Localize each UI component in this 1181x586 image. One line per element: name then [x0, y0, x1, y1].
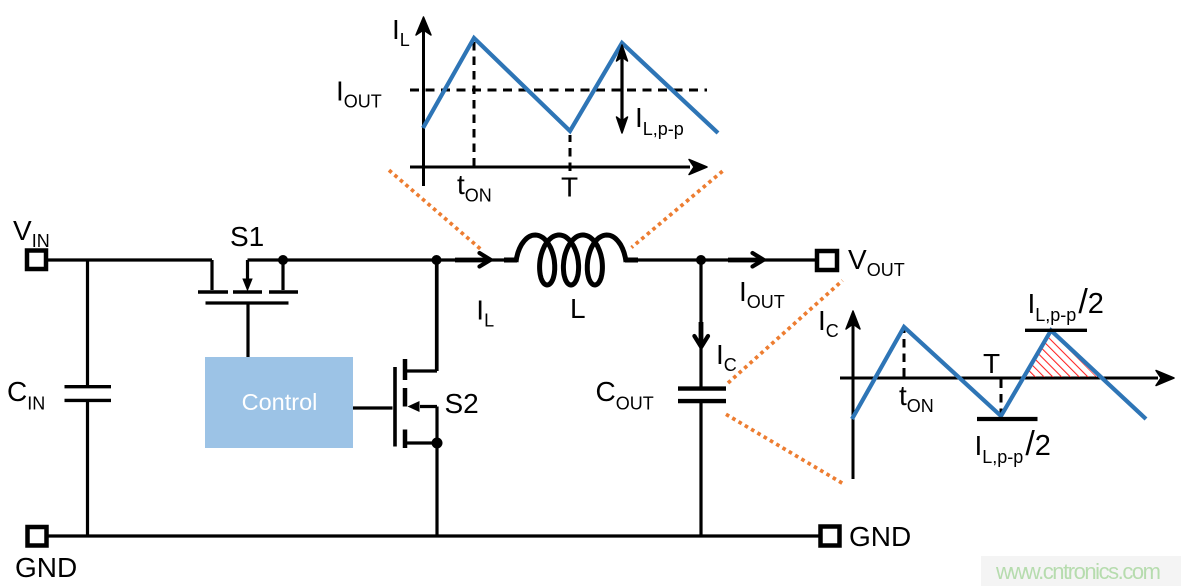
svg-text:IC: IC — [818, 305, 839, 341]
svg-text:IL,p-p/2: IL,p-p/2 — [975, 425, 1051, 467]
svg-text:CIN: CIN — [7, 376, 45, 414]
svg-text:IL: IL — [476, 295, 494, 331]
svg-text:COUT: COUT — [596, 376, 654, 414]
svg-text:T: T — [561, 172, 578, 203]
svg-text:GND: GND — [15, 552, 77, 583]
svg-text:VIN: VIN — [13, 215, 50, 251]
svg-text:IOUT: IOUT — [336, 76, 382, 112]
svg-text:tON: tON — [457, 169, 492, 206]
svg-text:T: T — [983, 348, 1000, 379]
svg-text:VOUT: VOUT — [848, 244, 905, 280]
svg-text:IL,p-p/2: IL,p-p/2 — [1028, 283, 1104, 325]
svg-text:IL: IL — [392, 14, 410, 50]
svg-text:IL,p-p: IL,p-p — [635, 102, 684, 139]
svg-text:IOUT: IOUT — [739, 276, 785, 312]
svg-text:tON: tON — [899, 380, 934, 416]
svg-text:L: L — [570, 293, 586, 324]
svg-text:S2: S2 — [445, 388, 479, 419]
svg-text:www.cntronics.com: www.cntronics.com — [995, 559, 1161, 584]
svg-text:Control: Control — [242, 389, 318, 415]
svg-text:S1: S1 — [230, 221, 264, 252]
svg-text:IC: IC — [716, 339, 737, 375]
svg-text:GND: GND — [849, 521, 911, 552]
